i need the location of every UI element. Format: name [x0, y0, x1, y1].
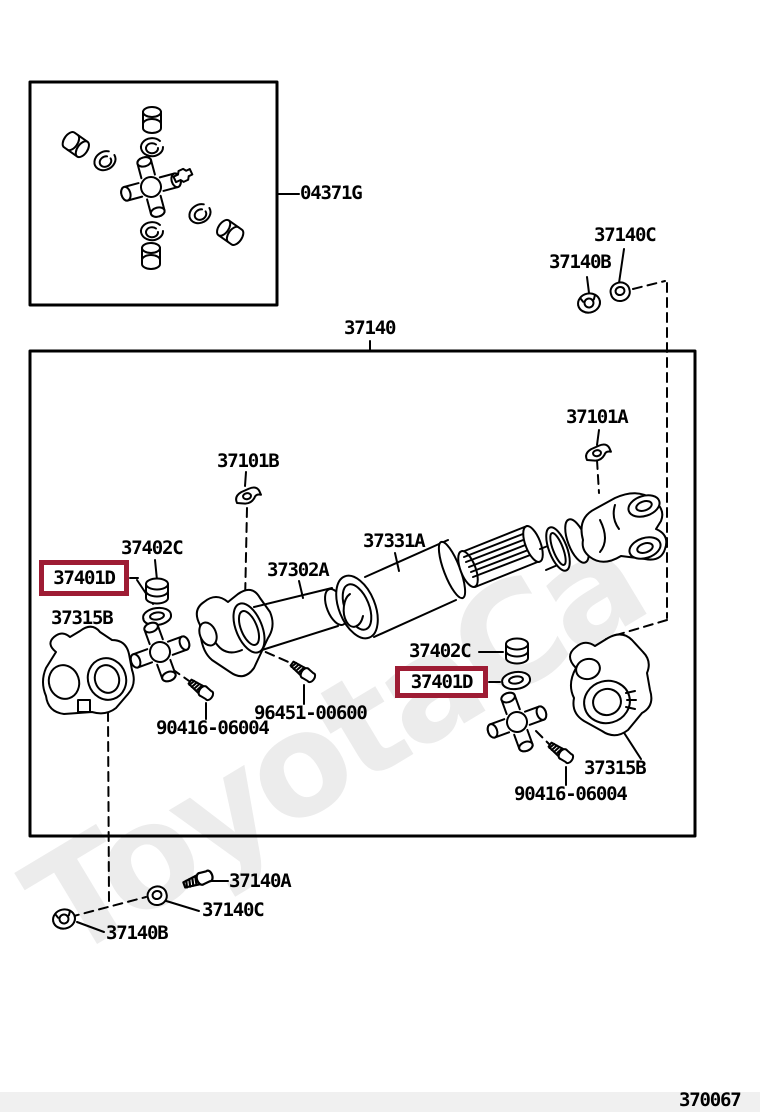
part-label-37315b-left[interactable]: 37315B	[51, 607, 114, 629]
part-label-37401d-right: 37401D	[410, 671, 474, 693]
center-bolt-drawing	[287, 658, 318, 685]
u-joint-kit-drawing	[59, 106, 247, 270]
dust-cap-right-drawing	[505, 637, 529, 665]
part-label-90416-06004-left[interactable]: 90416-06004	[156, 717, 270, 739]
seal-right-drawing	[500, 669, 533, 692]
bolt-bottom-drawing	[181, 868, 216, 892]
washer-bottom-drawing	[144, 883, 170, 909]
nut-bottom-drawing	[50, 906, 78, 932]
propeller-shaft-drawing	[42, 442, 668, 766]
part-label-37402c-right[interactable]: 37402C	[409, 640, 472, 662]
part-label-04371g[interactable]: 04371G	[300, 182, 363, 204]
part-label-37140b-bottom[interactable]: 37140B	[106, 922, 169, 944]
spider-right-drawing	[476, 681, 558, 763]
part-label-37401d-left: 37401D	[53, 567, 116, 589]
main-box	[28, 349, 697, 838]
highlighted-part-label-37401d-left[interactable]: 37401D	[39, 560, 129, 596]
flange-left-drawing	[42, 625, 135, 715]
sleeve-yoke-drawing	[195, 587, 348, 678]
part-label-37140c-top[interactable]: 37140C	[594, 224, 657, 246]
dust-cap-left-drawing	[145, 577, 169, 605]
snap-ring-left-drawing	[233, 485, 264, 507]
flange-bolt-left-drawing	[185, 676, 216, 703]
part-label-37140[interactable]: 37140	[344, 317, 396, 339]
figure-code: 370067	[679, 1089, 742, 1111]
highlighted-part-label-37401d-right[interactable]: 37401D	[395, 666, 488, 698]
footer-bar	[0, 1092, 760, 1112]
snap-ring-right-drawing	[583, 442, 614, 464]
part-label-96451-00600[interactable]: 96451-00600	[254, 702, 368, 724]
part-label-37302a[interactable]: 37302A	[267, 559, 330, 581]
dust-cover-drawing	[335, 539, 467, 640]
shaft-end-yoke-drawing	[457, 492, 668, 588]
part-label-37402c-left[interactable]: 37402C	[121, 537, 184, 559]
nut-top-drawing	[575, 290, 603, 316]
part-label-37331a[interactable]: 37331A	[363, 530, 426, 552]
part-label-37101a[interactable]: 37101A	[566, 406, 629, 428]
part-label-37315b-right[interactable]: 37315B	[584, 757, 647, 779]
flange-right-drawing	[569, 633, 653, 737]
part-label-37140b-top[interactable]: 37140B	[549, 251, 612, 273]
part-label-90416-06004-right[interactable]: 90416-06004	[514, 783, 628, 805]
part-label-37140c-bottom[interactable]: 37140C	[202, 899, 265, 921]
part-label-37101b[interactable]: 37101B	[217, 450, 280, 472]
washer-top-drawing	[607, 279, 633, 305]
flange-bolt-right-drawing	[545, 739, 576, 766]
part-label-37140a-bottom[interactable]: 37140A	[229, 870, 292, 892]
